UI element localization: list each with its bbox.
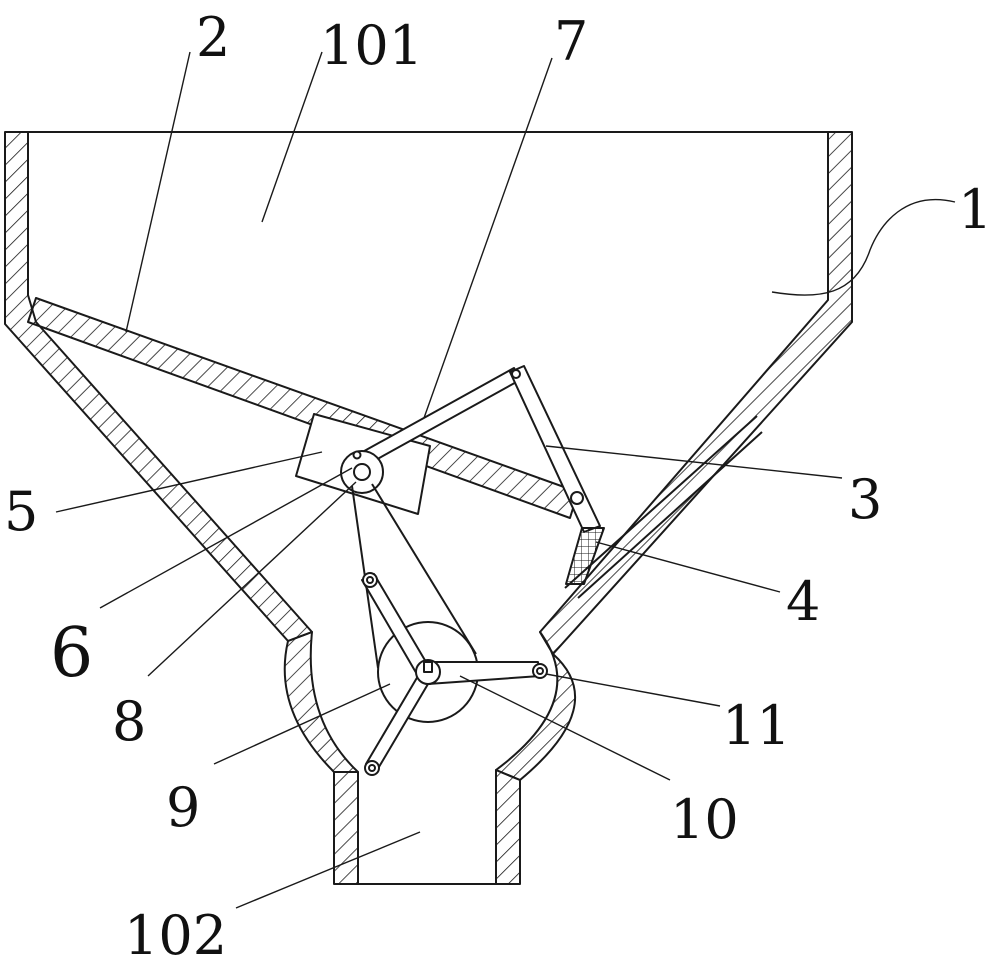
- swing-arm-3: [509, 365, 601, 533]
- leader-line-3: [545, 445, 843, 479]
- label-2: 2: [196, 6, 230, 69]
- label-6: 6: [50, 614, 93, 693]
- label-10: 10: [670, 788, 739, 851]
- leader-line-8: [147, 481, 357, 677]
- label-101: 101: [320, 14, 423, 77]
- frame-bottom-pivot-pin: [368, 764, 376, 772]
- label-7: 7: [554, 10, 588, 73]
- outlet-right-wall: [495, 769, 521, 885]
- leader-line-10: [459, 675, 671, 781]
- frame-right-pivot-pin: [536, 667, 544, 675]
- label-3: 3: [848, 468, 882, 531]
- drive-pulley-pin: [352, 450, 362, 460]
- label-9: 9: [166, 776, 200, 839]
- arm-3-pin: [570, 491, 584, 505]
- label-1: 1: [958, 178, 992, 241]
- leader-line-6: [99, 467, 353, 609]
- leader-line-4: [595, 541, 781, 593]
- label-4: 4: [786, 570, 820, 633]
- guide-chute-line: [564, 415, 758, 589]
- leader-line-101: [261, 51, 323, 223]
- leader-line-9: [213, 683, 391, 765]
- label-8: 8: [112, 690, 146, 753]
- chamber-right-wall: [495, 631, 576, 781]
- frame-top-pivot-pin: [366, 576, 374, 584]
- drive-pulley-hub: [353, 463, 371, 481]
- label-11: 11: [722, 694, 791, 757]
- leader-line-7: [423, 57, 553, 419]
- hopper-left-wall: [4, 131, 313, 642]
- leader-line-1: [771, 198, 956, 296]
- frame-center-key: [423, 661, 433, 673]
- leader-line-5: [55, 451, 323, 513]
- inclined-screen-plate: [27, 297, 579, 519]
- label-5: 5: [4, 480, 38, 543]
- leader-line-2: [125, 51, 191, 333]
- chamber-left-wall: [283, 631, 359, 773]
- belt-line: [371, 483, 477, 655]
- guide-chute-line: [577, 431, 763, 599]
- label-102: 102: [124, 904, 227, 965]
- scraper-block-4: [565, 527, 605, 585]
- outlet-left-wall: [333, 771, 359, 885]
- leader-line-11: [545, 673, 721, 707]
- arm-3-top-pivot: [511, 369, 521, 379]
- leader-line-102: [235, 831, 421, 909]
